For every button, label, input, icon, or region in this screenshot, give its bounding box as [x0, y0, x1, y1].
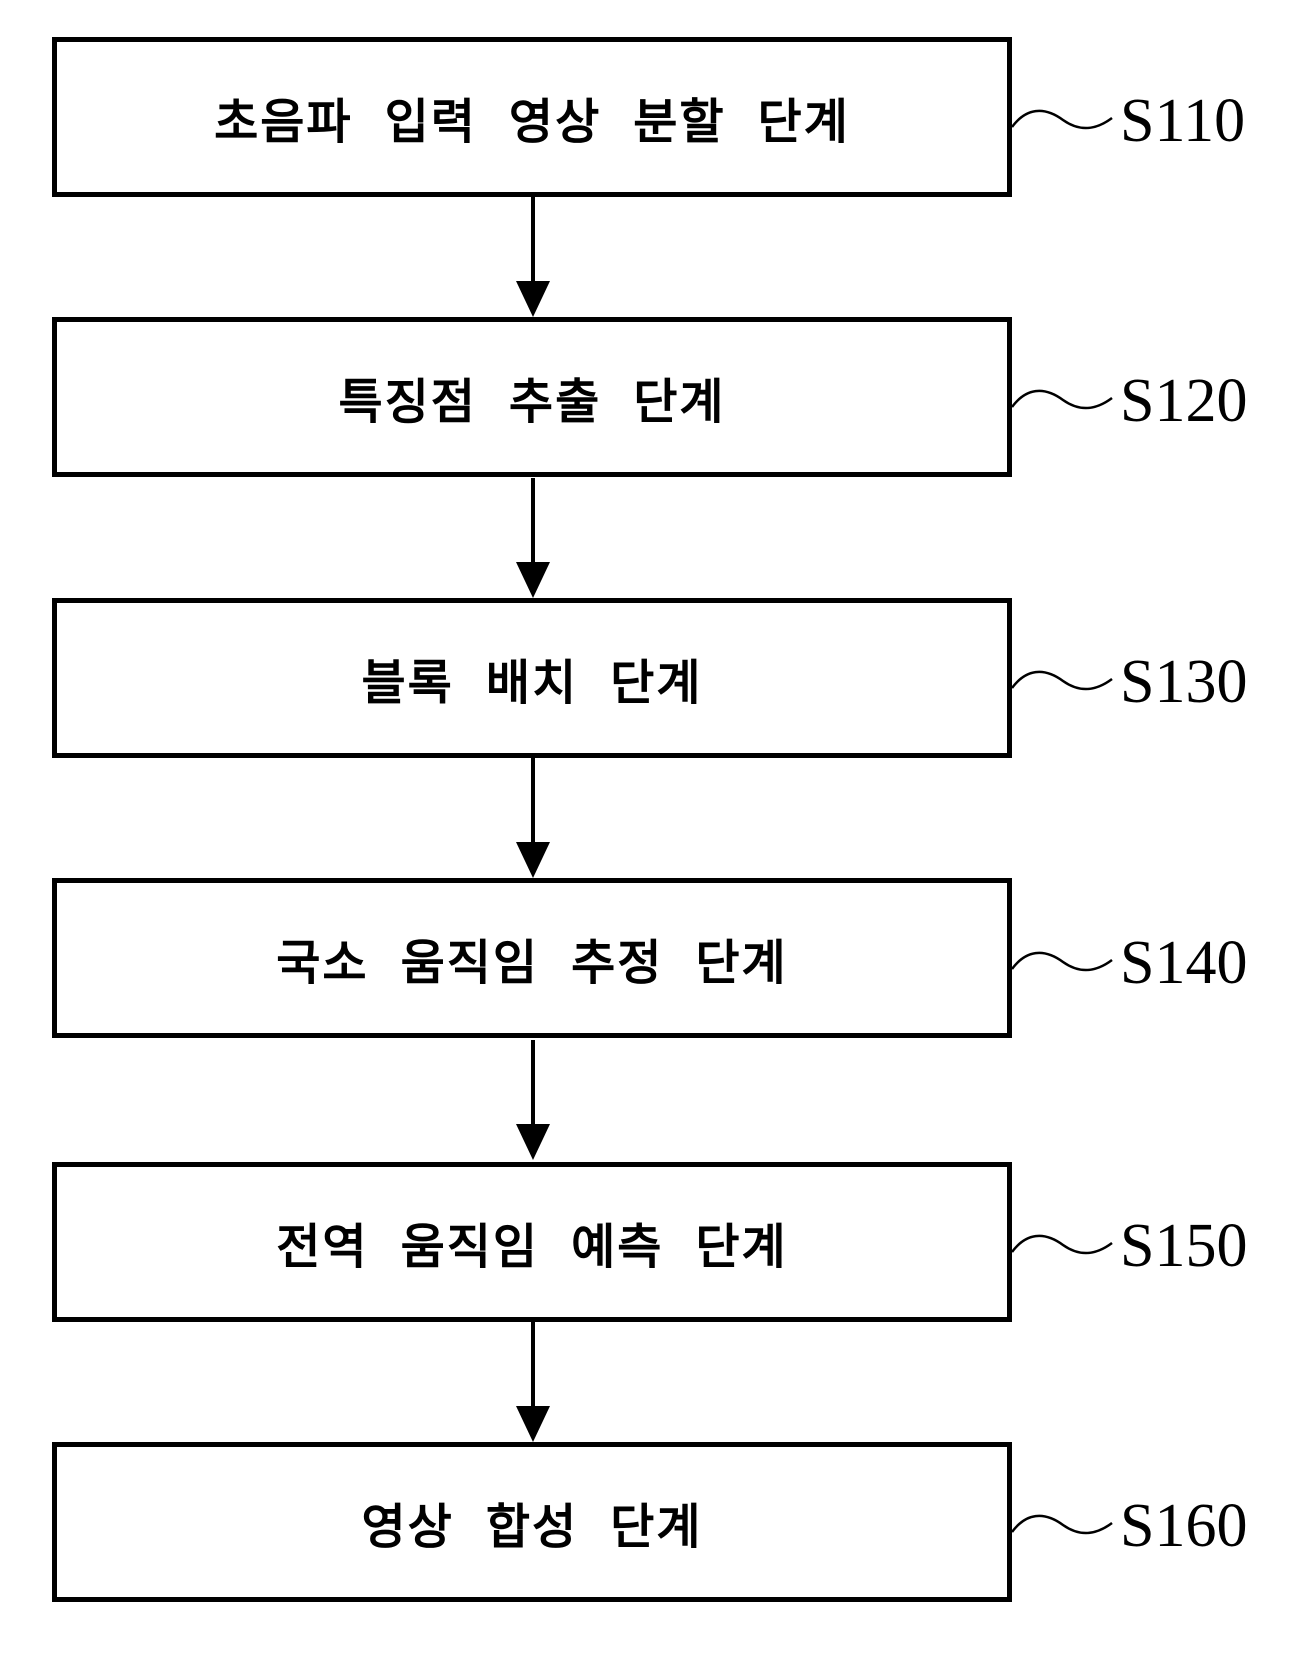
- down-arrow-icon: [516, 758, 550, 878]
- step-reference-label: S150: [1120, 1212, 1248, 1280]
- flow-step-box-4: 국소 움직임 추정 단계: [52, 878, 1012, 1038]
- step-label: 블록 배치 단계: [361, 657, 703, 710]
- step-label: 국소 움직임 추정 단계: [276, 937, 788, 990]
- step-reference-label: S140: [1120, 929, 1248, 997]
- reference-squiggle-icon: [1010, 389, 1113, 410]
- reference-squiggle-icon: [1010, 670, 1113, 691]
- step-label: 초음파 입력 영상 분할 단계: [214, 96, 850, 149]
- flow-step-box-6: 영상 합성 단계: [52, 1442, 1012, 1602]
- flow-step-box-1: 초음파 입력 영상 분할 단계: [52, 37, 1012, 197]
- reference-squiggle-icon: [1010, 951, 1113, 972]
- step-label: 영상 합성 단계: [361, 1501, 703, 1554]
- down-arrow-icon: [516, 1322, 550, 1442]
- step-reference-label: S120: [1120, 367, 1248, 435]
- down-arrow-icon: [516, 197, 550, 317]
- step-reference-label: S130: [1120, 648, 1248, 716]
- reference-squiggle-icon: [1010, 1514, 1113, 1535]
- flow-step-box-3: 블록 배치 단계: [52, 598, 1012, 758]
- reference-squiggle-icon: [1010, 109, 1113, 130]
- step-label: 전역 움직임 예측 단계: [276, 1221, 788, 1274]
- step-reference-label: S160: [1120, 1492, 1248, 1560]
- down-arrow-icon: [516, 1040, 550, 1160]
- step-label: 특징점 추출 단계: [338, 376, 726, 429]
- step-reference-label: S110: [1120, 87, 1246, 155]
- flow-step-box-2: 특징점 추출 단계: [52, 317, 1012, 477]
- reference-squiggle-icon: [1010, 1234, 1113, 1255]
- down-arrow-icon: [516, 478, 550, 598]
- flow-step-box-5: 전역 움직임 예측 단계: [52, 1162, 1012, 1322]
